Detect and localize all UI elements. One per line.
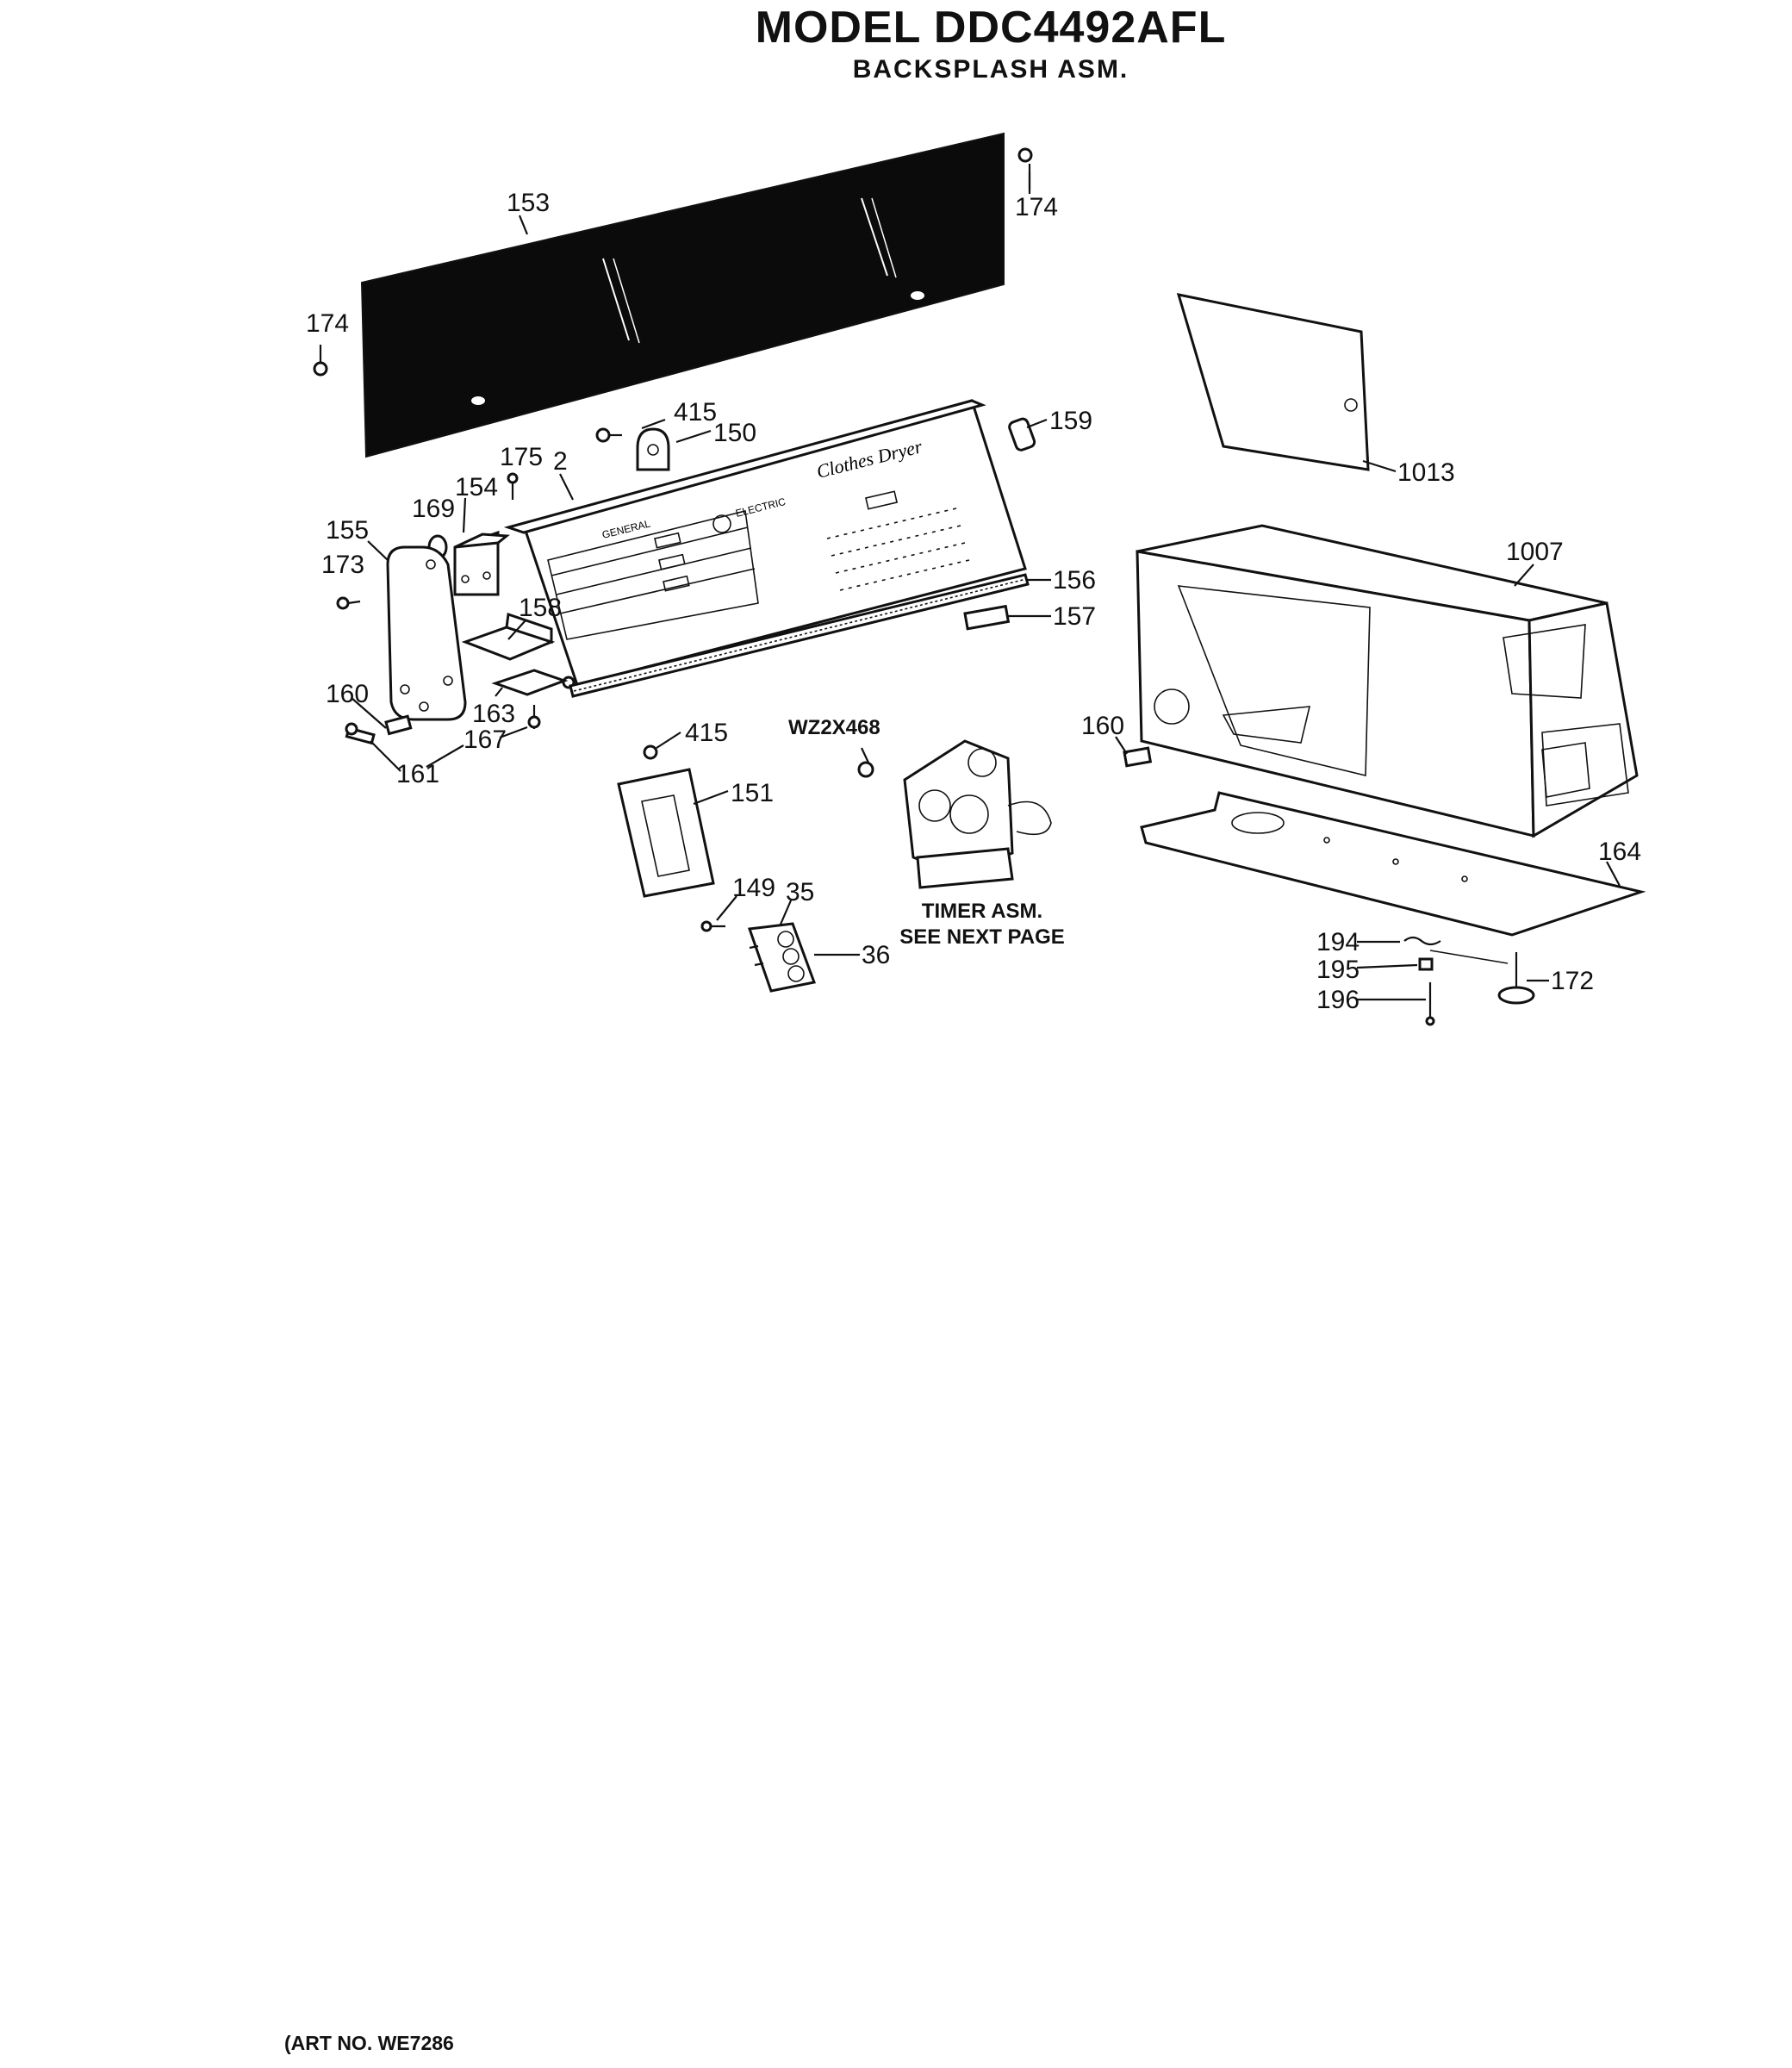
callout-159: 159 <box>1049 407 1092 435</box>
callout-196: 196 <box>1316 986 1360 1014</box>
callout-161: 161 <box>396 760 439 788</box>
callout-153: 153 <box>507 189 550 217</box>
part-156-trim-strip <box>569 573 1030 698</box>
part-164-base-plate <box>1140 791 1646 937</box>
timer-note-line2: SEE NEXT PAGE <box>899 925 1065 949</box>
ge-logo-icon <box>712 514 731 533</box>
part-160-clip-right <box>1123 746 1153 768</box>
timer-note-line1: TIMER ASM. <box>922 900 1042 923</box>
part-151-plate <box>617 768 715 898</box>
part-161-bolt <box>345 722 376 745</box>
art-number: (ART NO. WE7286 <box>284 2032 454 2054</box>
callout-160-left: 160 <box>326 680 369 708</box>
callout-2: 2 <box>553 447 568 476</box>
part-159-clip <box>1008 417 1036 452</box>
page-title: MODEL DDC4492AFL <box>755 3 1227 53</box>
callout-173: 173 <box>321 551 364 579</box>
callout-36: 36 <box>862 941 890 969</box>
callout-155: 155 <box>326 516 369 545</box>
part-173-screw <box>336 596 361 610</box>
callout-150: 150 <box>713 419 756 447</box>
callout-35: 35 <box>786 878 814 906</box>
callout-154: 154 <box>455 473 498 501</box>
callout-151: 151 <box>731 779 774 807</box>
part-1007-housing <box>1136 524 1639 838</box>
callout-1007: 1007 <box>1506 538 1564 566</box>
callout-169: 169 <box>412 495 455 523</box>
callout-149: 149 <box>732 874 775 902</box>
part-154-bracket <box>453 530 510 596</box>
part-157-bracket <box>963 604 1011 631</box>
part-194-spring <box>1403 936 1441 946</box>
callout-1013: 1013 <box>1397 458 1455 487</box>
part-160-clip-left <box>384 714 413 736</box>
callout-167: 167 <box>464 726 507 754</box>
callout-158: 158 <box>519 594 562 622</box>
part-415-screw-top <box>595 427 622 443</box>
part-149-screw <box>700 920 725 932</box>
callout-163: 163 <box>472 700 515 728</box>
part-167-screw <box>527 705 541 729</box>
callout-156: 156 <box>1053 566 1096 595</box>
callout-415-lower: 415 <box>685 719 728 747</box>
part-35-36-switch-assembly <box>747 922 817 993</box>
part-195-clip <box>1418 957 1434 971</box>
callout-415-top: 415 <box>674 398 717 427</box>
callout-157: 157 <box>1053 602 1096 631</box>
callout-174-left: 174 <box>306 309 349 338</box>
callout-172: 172 <box>1551 967 1594 995</box>
callout-195: 195 <box>1316 956 1360 984</box>
callout-194: 194 <box>1316 928 1360 956</box>
timer-assembly <box>857 739 1052 889</box>
part-172-leveling-leg <box>1429 950 1535 1005</box>
callout-labels: 153 174 174 415 150 159 175 2 169 154 15… <box>306 189 1641 1014</box>
callout-175: 175 <box>500 443 543 471</box>
part-163-plate <box>491 669 569 696</box>
part-153-glass-panel <box>360 132 1005 458</box>
callout-164: 164 <box>1598 838 1641 866</box>
callout-160-right: 160 <box>1081 712 1124 740</box>
page-subtitle: BACKSPLASH ASM. <box>852 55 1129 84</box>
part-175-screw <box>507 472 519 500</box>
part-1013-cover <box>1176 293 1370 471</box>
part-196-pin <box>1425 982 1435 1026</box>
part-150-clamp <box>636 427 670 471</box>
leader-lines <box>351 172 1621 1001</box>
part-2-control-panel: GENERAL ELECTRIC Clothes Dryer <box>503 399 1027 689</box>
part-415-screw-lower <box>643 744 658 760</box>
part-158-angle-bracket <box>461 612 556 661</box>
callout-174-right: 174 <box>1015 193 1058 221</box>
timer-part-number: WZ2X468 <box>788 716 880 739</box>
part-174-screw-left <box>313 345 328 377</box>
